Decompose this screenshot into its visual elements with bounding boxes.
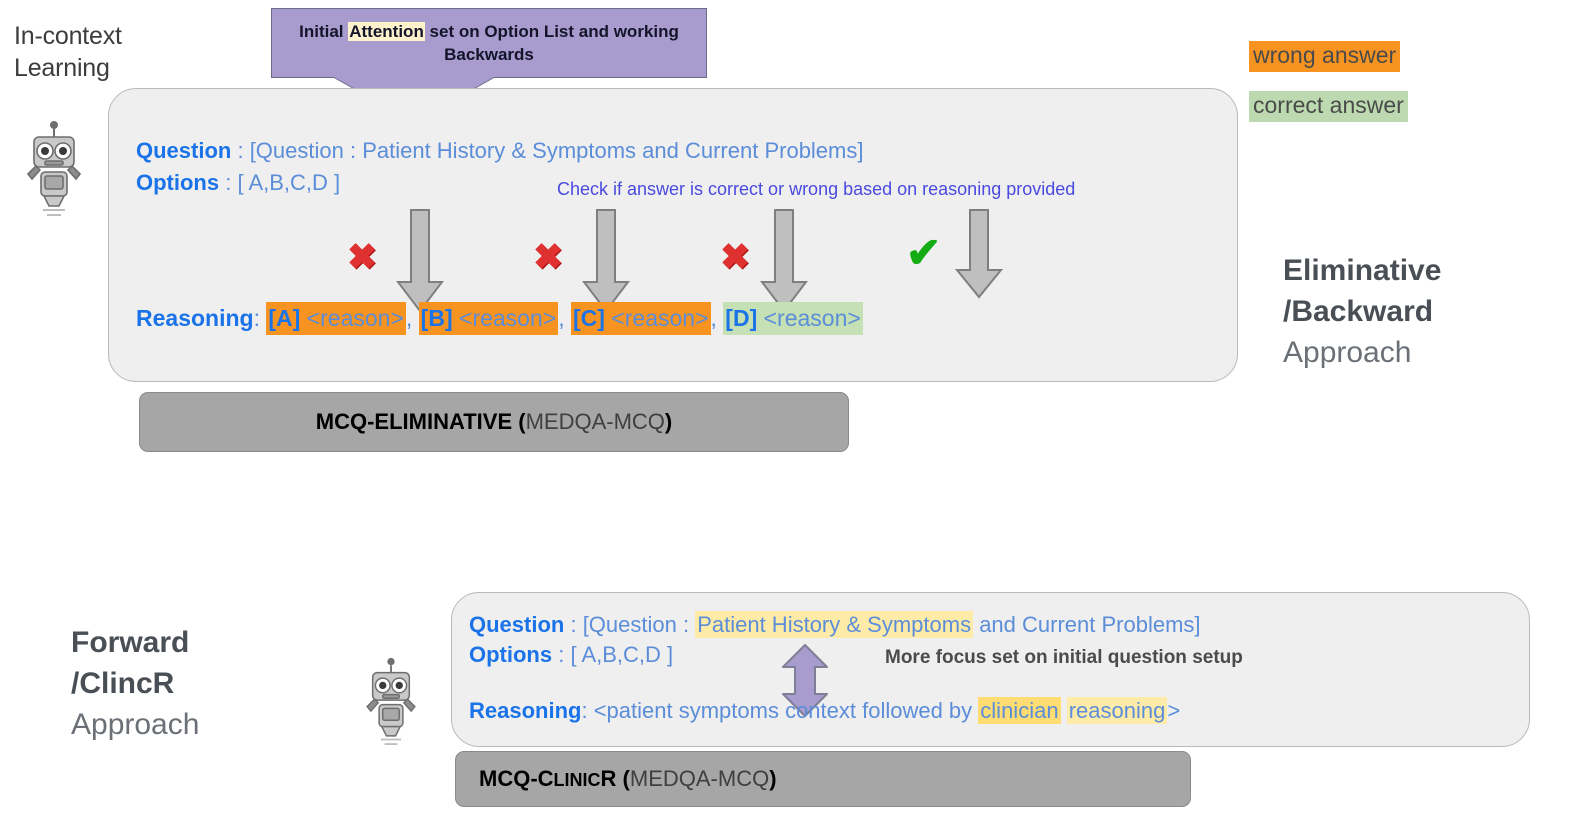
bar-top-strong: MCQ-ELIMINATIVE [315,409,519,434]
legend-wrong-answer: wrong answer [1249,41,1401,72]
eliminative-title-line2: /Backward [1283,295,1434,328]
red-cross-icon-b: ✖ [533,236,564,277]
forward-title-line3: Approach [71,708,200,741]
eliminative-title-line3: Approach [1283,336,1412,369]
callout-text-after: set on Option List and working Backwards [424,22,679,64]
mcq-eliminative-bar: MCQ-ELIMINATIVE (MEDQA-MCQ) [139,392,849,452]
bottom-reasoning-key: Reasoning [469,698,582,723]
bottom-question-post: and Current Problems] [973,612,1201,637]
segment-option-d: [D] [725,305,758,331]
bottom-reasoning-gap [1061,698,1067,723]
reasoning-segment-d: [D] <reason> [723,302,863,335]
reasoning-segment-a: [A] <reason> [266,302,406,335]
bar-bottom-dim: MEDQA-MCQ [629,766,770,791]
top-reasoning-key: Reasoning [136,305,254,331]
bar-top-paren-close: ) [664,409,673,434]
eliminative-approach-title: Eliminative /Backward Approach [1283,250,1553,373]
bottom-question-sep: : [564,612,583,637]
top-options-line: Options : [ A,B,C,D ] [136,170,340,196]
bottom-question-pre: [Question : [582,612,696,637]
in-context-line2: Learning [14,54,110,82]
segment-option-c: [C] [572,305,605,331]
mcq-clinicr-bar: MCQ-CLINICR (MEDQA-MCQ) [455,751,1191,807]
segment-text-b: <reason> [452,305,557,331]
bottom-options-sep: : [552,642,571,667]
robot-icon-bottom [366,657,416,745]
segment-text-c: <reason> [604,305,709,331]
bottom-options-key: Options [469,642,553,667]
bottom-question-highlight: Patient History & Symptoms [695,611,974,638]
bar-bottom-paren-close: ) [769,766,777,791]
segment-option-a: [A] [268,305,301,331]
top-options-sep: : [219,170,238,195]
top-options-value: [ A,B,C,D ] [237,170,341,195]
bottom-reasoning-line: Reasoning: <patient symptoms context fol… [469,697,1181,724]
top-question-sep: : [231,138,250,163]
bar-top-dim: MEDQA-MCQ [525,409,665,434]
bar-bottom-label: MCQ-CLINICR (MEDQA-MCQ) [479,766,777,792]
segment-text-d: <reason> [757,305,861,331]
bar-bottom-smallcaps: LINIC [553,770,601,790]
bar-bottom-strong: MCQ-C [479,766,554,791]
reasoning-segment-c: [C] <reason> [570,302,711,335]
eliminative-panel [108,88,1238,382]
bar-bottom-paren-open: ( [622,766,630,791]
callout-highlight-attention: Attention [348,22,425,41]
green-check-icon-d: ✔ [906,229,942,276]
down-arrow-icon-a [396,209,444,313]
top-reasoning-line: Reasoning: [A] <reason>, [B] <reason>, [… [136,302,863,335]
callout-text-before: Initial [299,22,349,41]
in-context-line1: In-context [14,22,122,50]
double-headed-arrow-icon [782,644,828,717]
segment-sep-2: , [558,305,571,331]
bottom-reasoning-post: > [1167,698,1181,723]
bottom-reasoning-highlight-reasoning: reasoning [1066,697,1168,724]
red-cross-icon-c: ✖ [720,236,751,277]
down-arrow-icon-b [582,209,630,313]
in-context-learning-label: In-context Learning [14,20,224,84]
forward-title-line1: Forward [71,626,190,659]
top-question-key: Question [136,138,232,163]
reasoning-segment-b: [B] <reason> [418,302,559,335]
top-reasoning-sep: : [253,305,267,331]
robot-icon [26,121,82,216]
forward-title-line2: /ClincR [71,667,175,700]
down-arrow-icon-d [955,209,1003,299]
forward-approach-title: Forward /ClincR Approach [71,622,331,745]
top-question-value: [Question : Patient History & Symptoms a… [249,138,864,163]
eliminative-title-line1: Eliminative [1283,254,1442,287]
bar-top-paren-open: ( [518,409,526,434]
segment-option-b: [B] [420,305,453,331]
top-hint-text: Check if answer is correct or wrong base… [557,179,1076,199]
bottom-reasoning-pre: <patient symptoms context followed by [593,698,979,723]
top-options-key: Options [136,170,220,195]
segment-sep-1: , [405,305,419,331]
segment-sep-3: , [710,305,724,331]
bottom-hint-text: More focus set on initial question setup [885,647,1243,668]
bottom-reasoning-highlight-clinician: clinician [978,697,1061,724]
red-cross-icon-a: ✖ [347,236,378,277]
bottom-options-value: [ A,B,C,D ] [570,642,674,667]
bar-top-label: MCQ-ELIMINATIVE (MEDQA-MCQ) [316,409,672,435]
callout-text: Initial Attention set on Option List and… [286,20,692,66]
top-question-line: Question : [Question : Patient History &… [136,138,864,164]
legend-correct-answer: correct answer [1249,91,1408,122]
bottom-question-key: Question [469,612,565,637]
bottom-reasoning-sep: : [581,698,594,723]
bar-bottom-strong2: R [600,766,623,791]
segment-text-a: <reason> [300,305,404,331]
bottom-options-line: Options : [ A,B,C,D ] [469,642,673,668]
callout-box: Initial Attention set on Option List and… [271,8,707,78]
down-arrow-icon-c [760,209,808,313]
attention-callout: Initial Attention set on Option List and… [271,8,707,122]
bottom-question-line: Question : [Question : Patient History &… [469,611,1201,638]
